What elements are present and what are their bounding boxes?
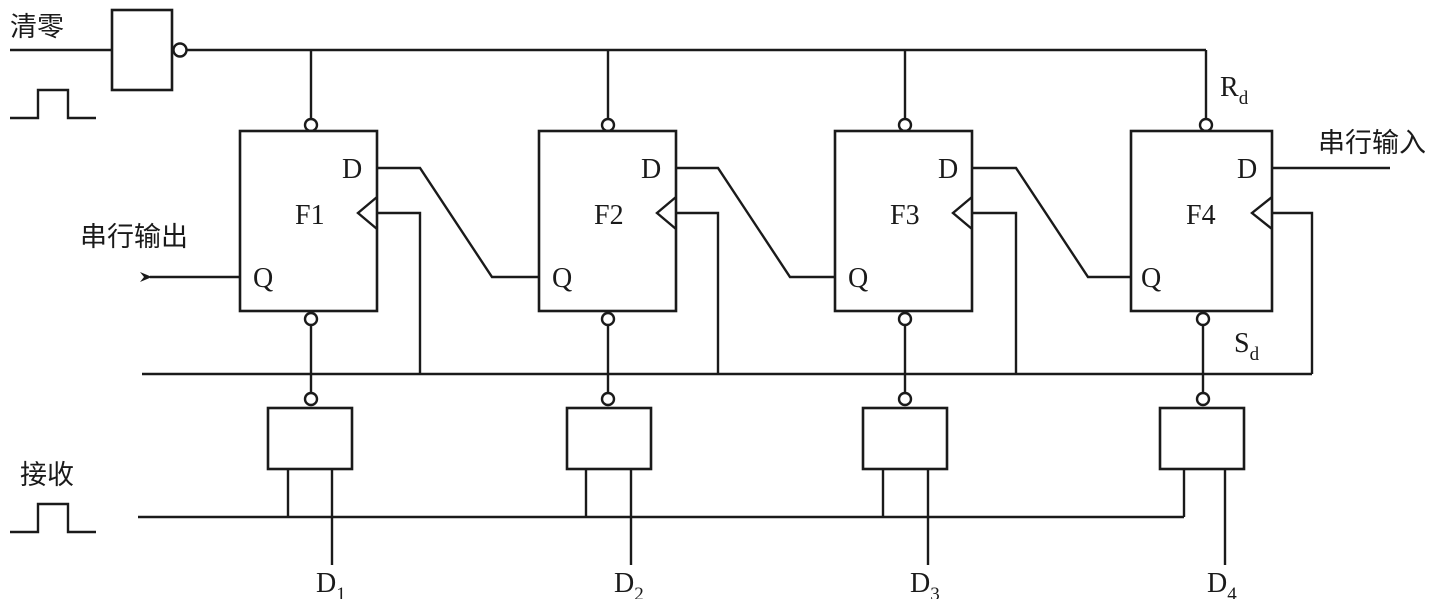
shift-wire-f3-f4 — [972, 166, 1131, 279]
receive-pulse-icon — [10, 502, 96, 534]
f4-clock-triangle — [1250, 196, 1273, 230]
f1-d-pin-label: D — [342, 154, 362, 185]
f3-d-pin-label: D — [938, 154, 958, 185]
output-d2-label: D2 — [614, 568, 644, 599]
receive-label: 接收 — [20, 460, 74, 491]
f1-q-pin-label: Q — [253, 263, 273, 294]
flipflop-f4: D F4 Q D4 — [1129, 50, 1314, 599]
clear-label: 清零 — [10, 12, 64, 43]
f3-name: F3 — [890, 200, 920, 231]
f4-d-pin-label: D — [1237, 154, 1257, 185]
f2-clock-triangle — [655, 196, 677, 230]
f4-q-pin-label: Q — [1141, 263, 1161, 294]
serial-output-label: 串行输出 — [80, 222, 188, 253]
f3-clock-triangle — [951, 196, 973, 230]
shift-wire-f2-f3 — [676, 166, 835, 279]
reset-label: Rd — [1220, 72, 1249, 109]
f1-clock-triangle — [356, 196, 378, 230]
not-gate — [110, 8, 174, 92]
f2-name: F2 — [594, 200, 624, 231]
output-d1-label: D1 — [316, 568, 346, 599]
flipflop-f1: D F1 Q D1 — [238, 50, 422, 599]
not-gate-output-bubble — [172, 42, 188, 58]
f4-name: F4 — [1186, 200, 1216, 231]
flipflop-f3: D F3 Q D3 — [833, 50, 1018, 599]
flipflop-f2: D F2 Q D2 — [537, 50, 720, 599]
f2-d-pin-label: D — [641, 154, 661, 185]
clear-pulse-icon — [10, 88, 96, 120]
shift-wire-f1-f2 — [377, 166, 539, 279]
output-d3-label: D3 — [910, 568, 940, 599]
output-d4-label: D4 — [1207, 568, 1237, 599]
set-label: Sd — [1234, 328, 1260, 365]
f3-q-pin-label: Q — [848, 263, 868, 294]
serial-input-label: 串行输入 — [1318, 128, 1426, 159]
f1-name: F1 — [295, 200, 325, 231]
f2-q-pin-label: Q — [552, 263, 572, 294]
